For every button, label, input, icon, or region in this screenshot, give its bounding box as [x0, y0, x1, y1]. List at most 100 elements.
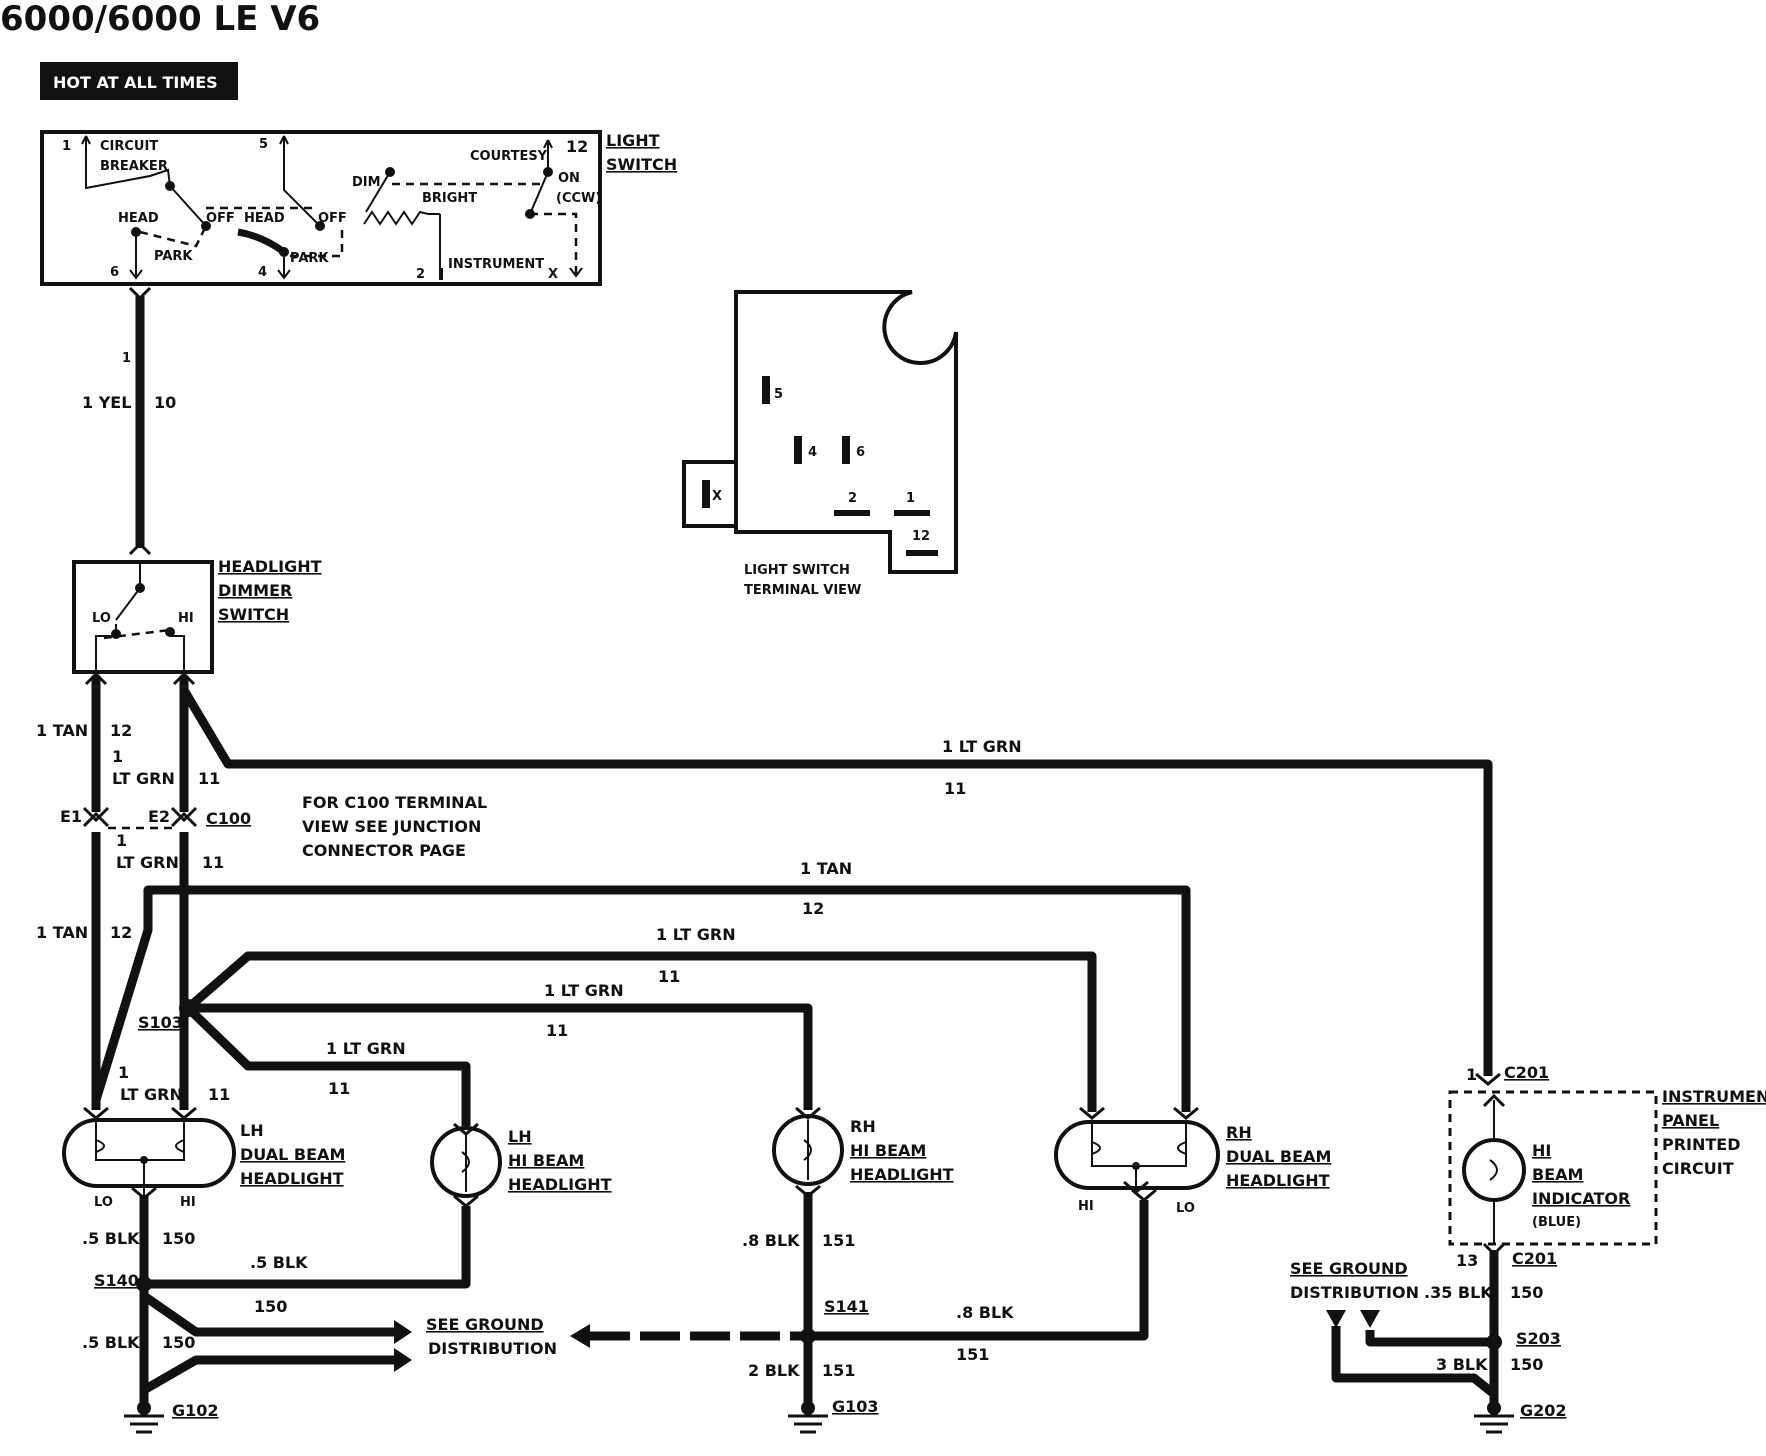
wire-yel-gauge: 1 YEL — [82, 393, 131, 412]
rh-dual-hi: HI — [1078, 1199, 1094, 1214]
c100-e1-label: E1 — [60, 807, 82, 826]
ground-g102: G102 — [172, 1401, 219, 1420]
c100-e2-label: E2 — [148, 807, 170, 826]
light-switch-label-2: SWITCH — [606, 155, 677, 174]
wire-rhhiblk-gauge: .8 BLK — [742, 1231, 800, 1250]
c201-bot-num: 13 — [1456, 1251, 1478, 1270]
instrument-panel-printed-circuit: HI BEAM INDICATOR (BLUE) INSTRUMENT PANE… — [1448, 1087, 1766, 1246]
c100-note-2: VIEW SEE JUNCTION — [302, 817, 481, 836]
ls-circuit-label: CIRCUIT — [100, 139, 158, 154]
lh-dual-label-2: DUAL BEAM — [240, 1145, 345, 1164]
wire-ltgrn-rhdual-circuit: 11 — [658, 967, 680, 986]
ls-head-mid: HEAD — [244, 211, 285, 226]
see-ground-right-1: SEE GROUND — [1290, 1259, 1408, 1278]
splice-s103: S103 — [138, 1013, 183, 1032]
ipc-label-4: CIRCUIT — [1662, 1159, 1734, 1178]
wire-ltgrn-mid-gauge: LT GRN — [116, 853, 179, 872]
ls-instrument-label: INSTRUMENT — [448, 257, 544, 272]
c201-top-num: 1 — [1466, 1065, 1477, 1084]
lh-dual-lo: LO — [94, 1195, 113, 1210]
ls-terminal-5: 5 — [259, 137, 268, 152]
rh-hi-beam-headlight: RH HI BEAM HEADLIGHT — [772, 1114, 954, 1198]
wire-tan-long-circuit: 12 — [802, 899, 824, 918]
wire-yel-circuit: 10 — [154, 393, 176, 412]
wire-lhblk2-circuit: 150 — [162, 1333, 195, 1352]
dimmer-lo-label: LO — [92, 611, 111, 626]
indicator-label-4: (BLUE) — [1532, 1215, 1581, 1230]
ls-terminal-6: 6 — [110, 265, 119, 280]
lh-hi-label-1: LH — [508, 1127, 532, 1146]
wire-s141gnd-circuit: 151 — [822, 1361, 855, 1380]
ground-g202: G202 — [1520, 1401, 1567, 1420]
wire-s203gnd-circuit: 150 — [1510, 1355, 1543, 1374]
terminal-view-label-1: LIGHT SWITCH — [744, 563, 850, 578]
ls-park-mid: PARK — [290, 251, 329, 266]
c201-top-name: C201 — [1504, 1063, 1549, 1082]
wire-ltgrn-rhhi-gauge: 1 LT GRN — [544, 981, 624, 1000]
wire-s140gnd-circuit: 150 — [254, 1297, 287, 1316]
ls-terminal-x: X — [548, 267, 558, 282]
wire-lhblk-gauge: .5 BLK — [82, 1229, 140, 1248]
wire-ltgrn-lhdual-gauge: LT GRN — [120, 1085, 183, 1104]
hot-at-all-times-banner — [40, 62, 238, 100]
ls-terminal-4: 4 — [258, 265, 267, 280]
rh-hi-label-2: HI BEAM — [850, 1141, 926, 1160]
ls-terminal-12: 12 — [566, 137, 588, 156]
wire-ltgrn-lhhi-gauge: 1 LT GRN — [326, 1039, 406, 1058]
lh-dual-label-1: LH — [240, 1121, 264, 1140]
wire-ltgrn-lhhi-circuit: 11 — [328, 1079, 350, 1098]
wire-ltgrn-long-gauge: 1 LT GRN — [942, 737, 1022, 756]
hot-at-all-times-label: HOT AT ALL TIMES — [53, 73, 218, 92]
ls-ccw-label: (CCW) — [556, 191, 601, 206]
ipc-label-2: PANEL — [1662, 1111, 1719, 1130]
lh-dual-hi: HI — [180, 1195, 196, 1210]
ls-on-label: ON — [558, 171, 580, 186]
wire-ltgrn-long-circuit: 11 — [944, 779, 966, 798]
wire-rhdualblk-circuit: 151 — [956, 1345, 989, 1364]
ls-dim-label: DIM — [352, 175, 381, 190]
wire-lhblk-circuit: 150 — [162, 1229, 195, 1248]
tv-pin-5: 5 — [774, 387, 783, 402]
ls-off-mid: OFF — [318, 211, 347, 226]
ls-breaker-label: BREAKER — [100, 159, 168, 174]
wire-ltgrn-top-num: 1 — [112, 747, 123, 766]
tv-pin-2: 2 — [848, 491, 857, 506]
ls-head-left: HEAD — [118, 211, 159, 226]
lh-hi-label-3: HEADLIGHT — [508, 1175, 612, 1194]
wire-lhblk2-gauge: .5 BLK — [82, 1333, 140, 1352]
terminal-view-label-2: TERMINAL VIEW — [744, 583, 861, 598]
indicator-label-1: HI — [1532, 1141, 1551, 1160]
ls-park-left: PARK — [154, 249, 193, 264]
wire-yel-mark: 1 — [122, 351, 131, 366]
wires: 1 YEL 10 1 — [82, 286, 1514, 1434]
wire-ltgrn-rhhi-circuit: 11 — [546, 1021, 568, 1040]
tv-pin-4: 4 — [808, 445, 817, 460]
rh-dual-label-1: RH — [1226, 1123, 1252, 1142]
tv-pin-1: 1 — [906, 491, 915, 506]
dimmer-label-2: DIMMER — [218, 581, 292, 600]
wire-ltgrn-lhdual-circuit: 11 — [208, 1085, 230, 1104]
c201-bot-name: C201 — [1512, 1249, 1557, 1268]
wire-indblk-gauge: .35 BLK — [1424, 1283, 1493, 1302]
wire-lhhiblk-gauge: .5 BLK — [250, 1253, 308, 1272]
splice-s203: S203 — [1516, 1329, 1561, 1348]
splice-s140: S140 — [94, 1271, 139, 1290]
tv-pin-6: 6 — [856, 445, 865, 460]
rh-dual-label-3: HEADLIGHT — [1226, 1171, 1330, 1190]
wire-tan-mid-gauge: 1 TAN — [36, 923, 88, 942]
c100-name: C100 — [206, 809, 251, 828]
ls-courtesy-label: COURTESY — [470, 149, 548, 164]
see-ground-mid-2: DISTRIBUTION — [428, 1339, 557, 1358]
wire-tan-long-gauge: 1 TAN — [800, 859, 852, 878]
ls-off-left: OFF — [206, 211, 235, 226]
see-ground-right-2: DISTRIBUTION — [1290, 1283, 1419, 1302]
wire-indblk-circuit: 150 — [1510, 1283, 1543, 1302]
rh-dual-lo: LO — [1176, 1201, 1195, 1216]
wire-tan-mid-circuit: 12 — [110, 923, 132, 942]
rh-hi-label-1: RH — [850, 1117, 876, 1136]
wire-ltgrn-rhdual-gauge: 1 LT GRN — [656, 925, 736, 944]
c100-note-3: CONNECTOR PAGE — [302, 841, 466, 860]
ls-terminal-2: 2 — [416, 267, 425, 282]
wire-ltgrn-top-circuit: 11 — [198, 769, 220, 788]
see-ground-mid-1: SEE GROUND — [426, 1315, 544, 1334]
